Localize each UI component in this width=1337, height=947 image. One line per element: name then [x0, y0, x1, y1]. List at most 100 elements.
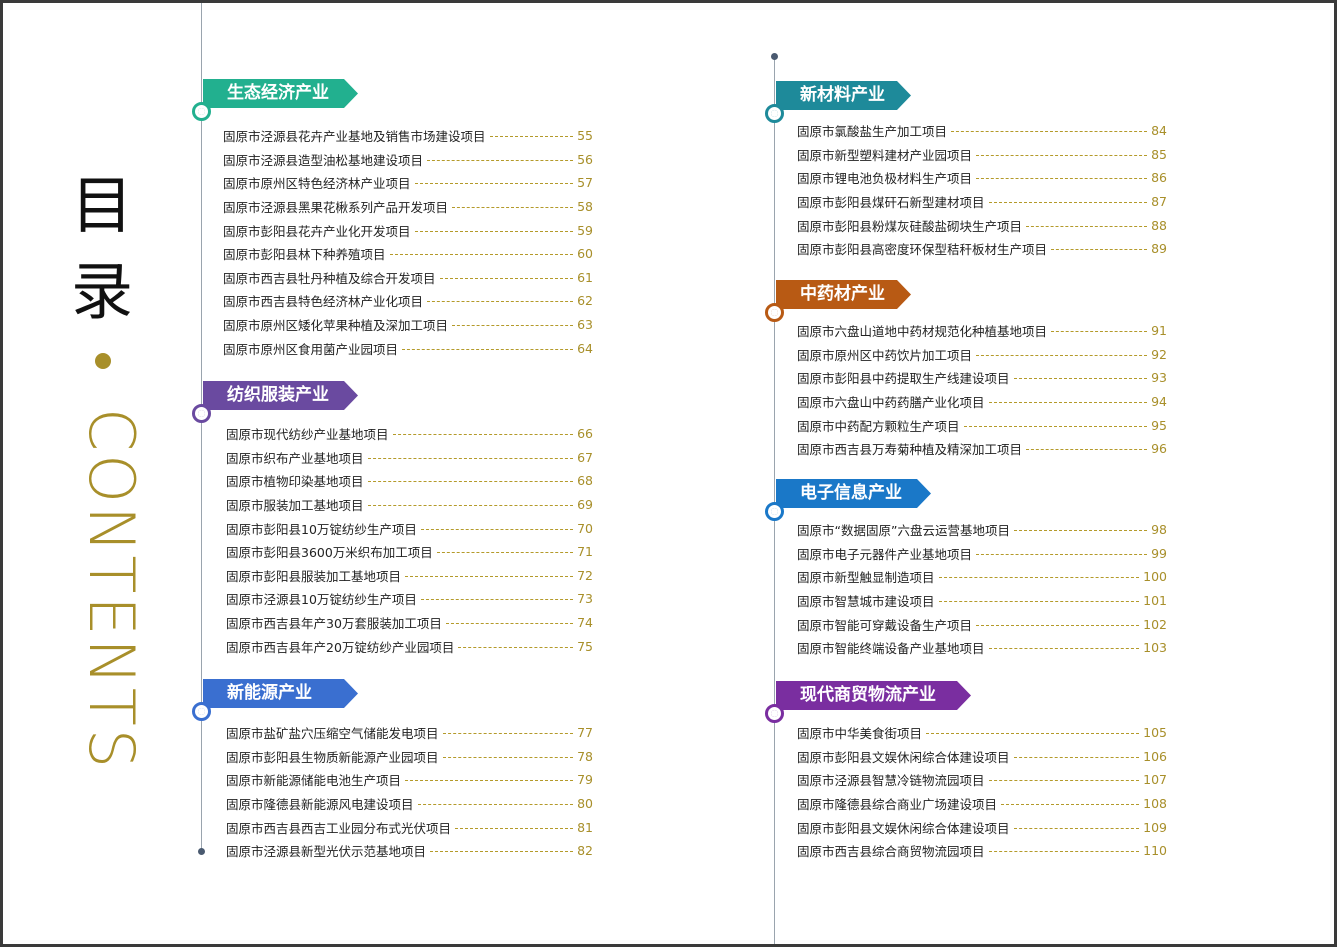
toc-entry-title: 固原市新型触显制造项目 — [797, 570, 935, 586]
toc-entry-leader — [417, 804, 574, 806]
toc-entry-page-number: 101 — [1143, 593, 1167, 609]
toc-entry-title: 固原市电子元器件产业基地项目 — [797, 546, 973, 562]
toc-entry-title: 固原市新能源储能电池生产项目 — [226, 773, 402, 789]
toc-entry-title: 固原市彭阳县中药提取生产线建设项目 — [797, 371, 1010, 387]
right-timeline-start-dot — [771, 53, 778, 60]
toc-entry-leader — [405, 780, 574, 782]
toc-entry-title: 固原市原州区特色经济林产业项目 — [223, 176, 411, 192]
toc-entry-page-number: 78 — [577, 748, 593, 764]
toc-entry-leader — [489, 136, 574, 138]
toc-entry-leader — [1013, 530, 1148, 532]
section-node-icon — [192, 702, 211, 721]
toc-entry-page-number: 61 — [577, 269, 593, 285]
toc-entry-page-number: 99 — [1151, 545, 1167, 561]
toc-entry-leader — [445, 623, 574, 625]
toc-entry-title: 固原市隆德县综合商业广场建设项目 — [797, 797, 998, 813]
toc-entry[interactable]: 固原市电子元器件产业基地项目 99 — [797, 542, 1167, 566]
toc-entry-page-number: 55 — [577, 128, 593, 144]
title-separator-dot — [95, 353, 111, 369]
toc-entry-leader — [1051, 249, 1148, 251]
toc-entry-leader — [430, 851, 574, 853]
toc-entry-page-number: 70 — [577, 520, 593, 536]
toc-entry-page-number: 81 — [577, 819, 593, 835]
toc-entry-title: 固原市彭阳县文娱休闲综合体建设项目 — [797, 749, 1010, 765]
toc-entry[interactable]: 固原市新能源储能电池生产项目 79 — [226, 768, 593, 792]
toc-entry-leader — [988, 202, 1148, 204]
toc-entry-leader — [988, 402, 1148, 404]
toc-entry-page-number: 60 — [577, 246, 593, 262]
toc-entry-page-number: 79 — [577, 772, 593, 788]
toc-entry-leader — [938, 577, 1140, 579]
toc-entry-leader — [1001, 804, 1140, 806]
toc-entry-page-number: 88 — [1151, 217, 1167, 233]
toc-entry-leader — [976, 354, 1148, 356]
toc-entry-leader — [367, 457, 574, 459]
toc-entry-title: 固原市六盘山中药药膳产业化项目 — [797, 395, 985, 411]
toc-entry-page-number: 58 — [577, 199, 593, 215]
toc-entry-leader — [452, 207, 574, 209]
toc-entry-title: 固原市彭阳县高密度环保型秸秆板材生产项目 — [797, 242, 1048, 258]
toc-entry-title: 固原市盐矿盐穴压缩空气储能发电项目 — [226, 726, 439, 742]
section-node-icon — [765, 104, 784, 123]
section-node-icon — [192, 404, 211, 423]
toc-entry-leader — [976, 624, 1140, 626]
section-title-tag: 现代商贸物流产业 — [776, 681, 971, 710]
toc-entry-leader — [1026, 225, 1148, 227]
toc-entry-page-number: 107 — [1143, 772, 1167, 788]
toc-entry-title: 固原市西吉县万寿菊种植及精深加工项目 — [797, 442, 1023, 458]
section-node-icon — [765, 704, 784, 723]
toc-entry-title: 固原市新型塑料建材产业园项目 — [797, 147, 973, 163]
toc-entry-title: 固原市“数据固原”六盘云运营基地项目 — [797, 523, 1010, 539]
